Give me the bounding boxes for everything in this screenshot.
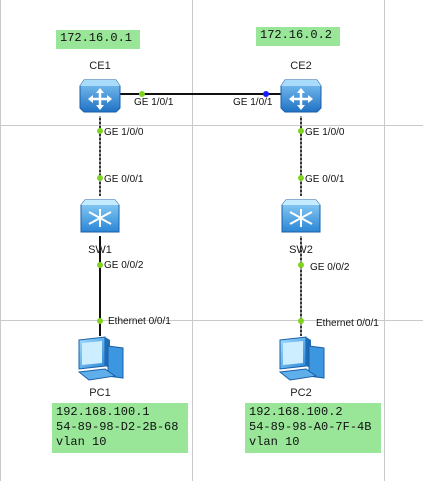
pc1-vlan: vlan 10 bbox=[56, 435, 107, 449]
port-label-sw1-ge001: GE 0/0/1 bbox=[104, 174, 144, 185]
switch-icon[interactable] bbox=[79, 196, 121, 236]
note-ce2-ip[interactable]: 172.16.0.2 bbox=[256, 27, 340, 46]
port-dot-sw2-ge001 bbox=[298, 175, 304, 181]
router-icon[interactable] bbox=[78, 74, 122, 114]
port-dot-pc2-eth bbox=[298, 318, 304, 324]
pc-icon[interactable] bbox=[75, 336, 127, 382]
port-label-sw2-ge001: GE 0/0/1 bbox=[305, 174, 345, 185]
port-label-ce1-ge100: GE 1/0/0 bbox=[104, 127, 144, 138]
port-label-ce2-ge101: GE 1/0/1 bbox=[233, 97, 273, 108]
port-label-ce1-ge101: GE 1/0/1 bbox=[134, 97, 174, 108]
grid-line bbox=[0, 0, 1, 481]
port-dot-pc1-eth bbox=[97, 318, 103, 324]
grid-line bbox=[384, 0, 385, 481]
grid-line bbox=[0, 125, 423, 126]
port-label-pc2-eth: Ethernet 0/0/1 bbox=[316, 318, 379, 329]
device-label-sw1: SW1 bbox=[88, 244, 112, 256]
device-label-pc1: PC1 bbox=[89, 387, 111, 399]
grid-line bbox=[0, 320, 423, 321]
device-label-ce2: CE2 bbox=[290, 60, 312, 72]
port-dot-ce2-ge100 bbox=[298, 128, 304, 134]
port-dot-sw1-ge001 bbox=[97, 175, 103, 181]
port-dot-sw2-ge002 bbox=[298, 262, 304, 268]
pc2-vlan: vlan 10 bbox=[249, 435, 300, 449]
device-label-ce1: CE1 bbox=[89, 60, 111, 72]
router-icon[interactable] bbox=[279, 74, 323, 114]
pc1-ip: 192.168.100.1 bbox=[56, 405, 150, 419]
port-label-sw2-ge002: GE 0/0/2 bbox=[310, 262, 350, 273]
pc-icon[interactable] bbox=[276, 336, 328, 382]
device-label-pc2: PC2 bbox=[290, 387, 312, 399]
port-label-pc1-eth: Ethernet 0/0/1 bbox=[108, 316, 171, 327]
port-dot-ce1-ge101 bbox=[139, 91, 145, 97]
pc1-mac: 54-89-98-D2-2B-68 bbox=[56, 420, 179, 434]
port-label-sw1-ge002: GE 0/0/2 bbox=[104, 260, 144, 271]
device-label-sw2: SW2 bbox=[289, 244, 313, 256]
pc2-ip: 192.168.100.2 bbox=[249, 405, 343, 419]
note-ce1-ip[interactable]: 172.16.0.1 bbox=[56, 30, 140, 49]
port-dot-ce2-ge101 bbox=[263, 91, 269, 97]
port-dot-sw1-ge002 bbox=[97, 262, 103, 268]
port-label-ce2-ge100: GE 1/0/0 bbox=[305, 127, 345, 138]
grid-line bbox=[192, 0, 193, 481]
port-dot-ce1-ge100 bbox=[97, 128, 103, 134]
switch-icon[interactable] bbox=[280, 196, 322, 236]
pc2-mac: 54-89-98-A0-7F-4B bbox=[249, 420, 372, 434]
